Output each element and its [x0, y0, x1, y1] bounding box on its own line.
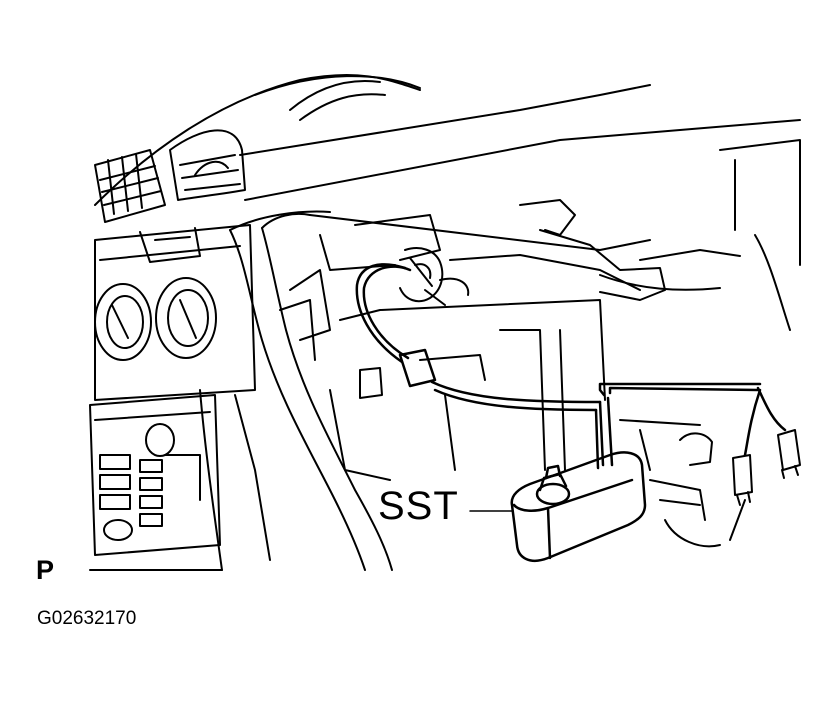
figure-code: G02632170	[37, 608, 137, 629]
inner-bracket	[279, 199, 746, 548]
airbag-connector	[399, 247, 470, 306]
climate-control-panel	[94, 224, 256, 401]
sst-plug-right	[777, 429, 801, 479]
view-letter: P	[36, 555, 55, 585]
dashboard-upper-panel	[94, 74, 801, 331]
sst-box	[510, 451, 647, 562]
air-vent-center	[169, 129, 246, 201]
sst-label: SST	[378, 484, 459, 528]
knob-right	[155, 277, 217, 359]
sst-wire-harness	[355, 263, 787, 470]
air-vent-left	[94, 149, 166, 223]
knob-left	[94, 283, 152, 361]
console-frame	[199, 212, 393, 571]
audio-panel	[89, 394, 221, 556]
sst-plug-left	[732, 454, 753, 506]
